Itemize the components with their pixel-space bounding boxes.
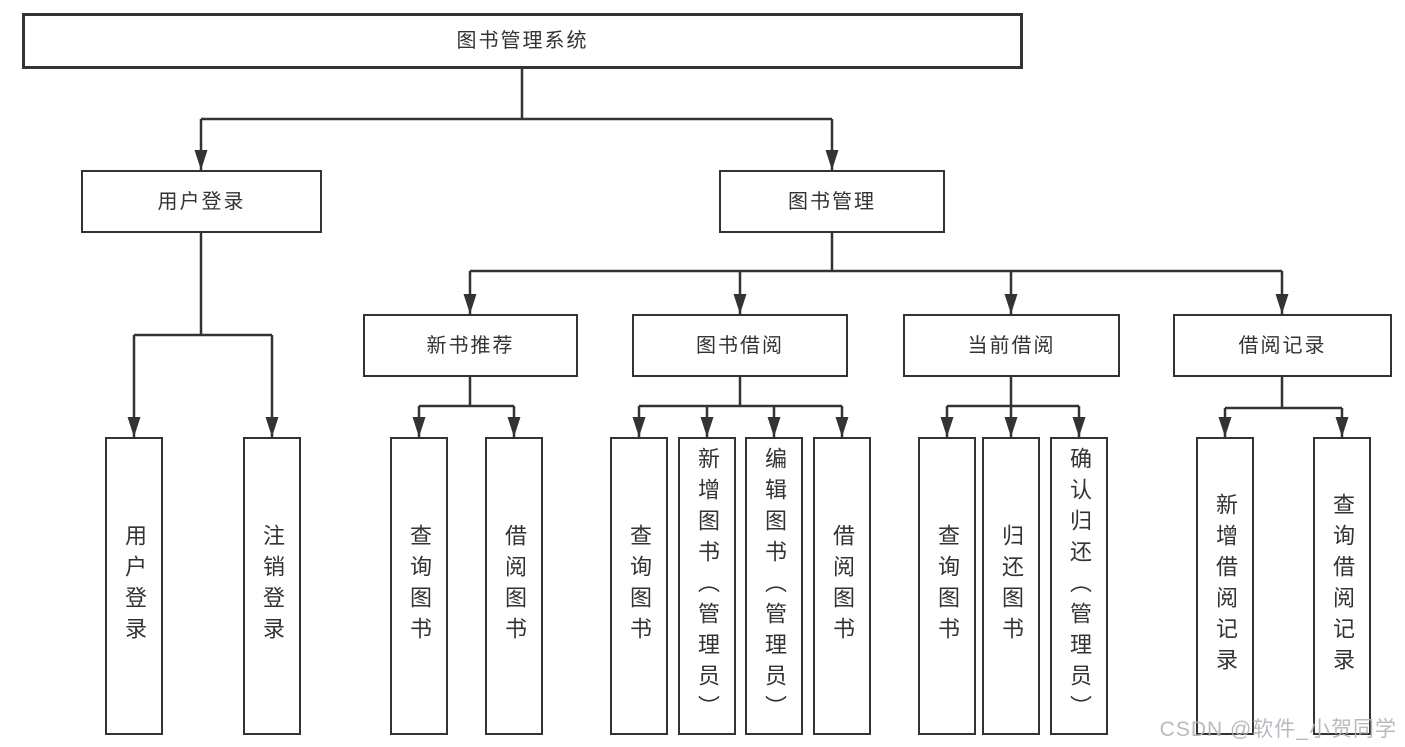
node-label: 用户登录 bbox=[157, 190, 246, 213]
node-label: 编辑图书（管理员） bbox=[762, 446, 787, 726]
node-label: 借阅图书 bbox=[502, 524, 527, 648]
node-label: 新书推荐 bbox=[426, 334, 515, 357]
node-label: 借阅记录 bbox=[1238, 334, 1327, 357]
node-label: 查询图书 bbox=[627, 524, 652, 648]
node-label: 借阅图书 bbox=[830, 524, 855, 648]
leaf-confirm-return-admin: 确认归还（管理员） bbox=[1050, 437, 1108, 735]
node-label: 当前借阅 bbox=[967, 334, 1056, 357]
branch-rails bbox=[134, 69, 1342, 410]
node-library-system: 图书管理系统 bbox=[22, 13, 1023, 69]
node-label: 图书借阅 bbox=[696, 334, 784, 357]
node-book-management: 图书管理 bbox=[719, 170, 945, 233]
leaf-add-borrow-record: 新增借阅记录 bbox=[1196, 437, 1254, 735]
node-label: 查询借阅记录 bbox=[1330, 493, 1355, 679]
node-book-borrowing: 图书借阅 bbox=[632, 314, 848, 377]
node-label: 图书管理 bbox=[788, 190, 876, 213]
leaf-add-book-admin: 新增图书（管理员） bbox=[678, 437, 736, 735]
node-label: 归还图书 bbox=[999, 524, 1024, 648]
node-label: 新增借阅记录 bbox=[1213, 493, 1238, 679]
arrowheads bbox=[127, 119, 1349, 437]
node-label: 注销登录 bbox=[260, 524, 285, 648]
node-label: 用户登录 bbox=[122, 524, 147, 648]
leaf-query-books-current: 查询图书 bbox=[918, 437, 976, 735]
node-borrowing-records: 借阅记录 bbox=[1173, 314, 1392, 377]
leaf-edit-book-admin: 编辑图书（管理员） bbox=[745, 437, 803, 735]
node-label: 新增图书（管理员） bbox=[695, 446, 720, 726]
leaf-query-books-borrow: 查询图书 bbox=[610, 437, 668, 735]
node-label: 图书管理系统 bbox=[456, 30, 589, 52]
node-user-login: 用户登录 bbox=[81, 170, 322, 233]
leaf-borrow-books: 借阅图书 bbox=[813, 437, 871, 735]
node-label: 查询图书 bbox=[935, 524, 960, 648]
leaf-borrow-books-recommend: 借阅图书 bbox=[485, 437, 543, 735]
leaf-query-borrow-record: 查询借阅记录 bbox=[1313, 437, 1371, 735]
leaf-return-book: 归还图书 bbox=[982, 437, 1040, 735]
leaf-query-books-recommend: 查询图书 bbox=[390, 437, 448, 735]
node-new-book-recommend: 新书推荐 bbox=[363, 314, 578, 377]
leaf-logout: 注销登录 bbox=[243, 437, 301, 735]
node-label: 确认归还（管理员） bbox=[1067, 446, 1092, 726]
leaf-user-login: 用户登录 bbox=[105, 437, 163, 735]
node-current-borrowing: 当前借阅 bbox=[903, 314, 1120, 377]
node-label: 查询图书 bbox=[407, 524, 432, 648]
